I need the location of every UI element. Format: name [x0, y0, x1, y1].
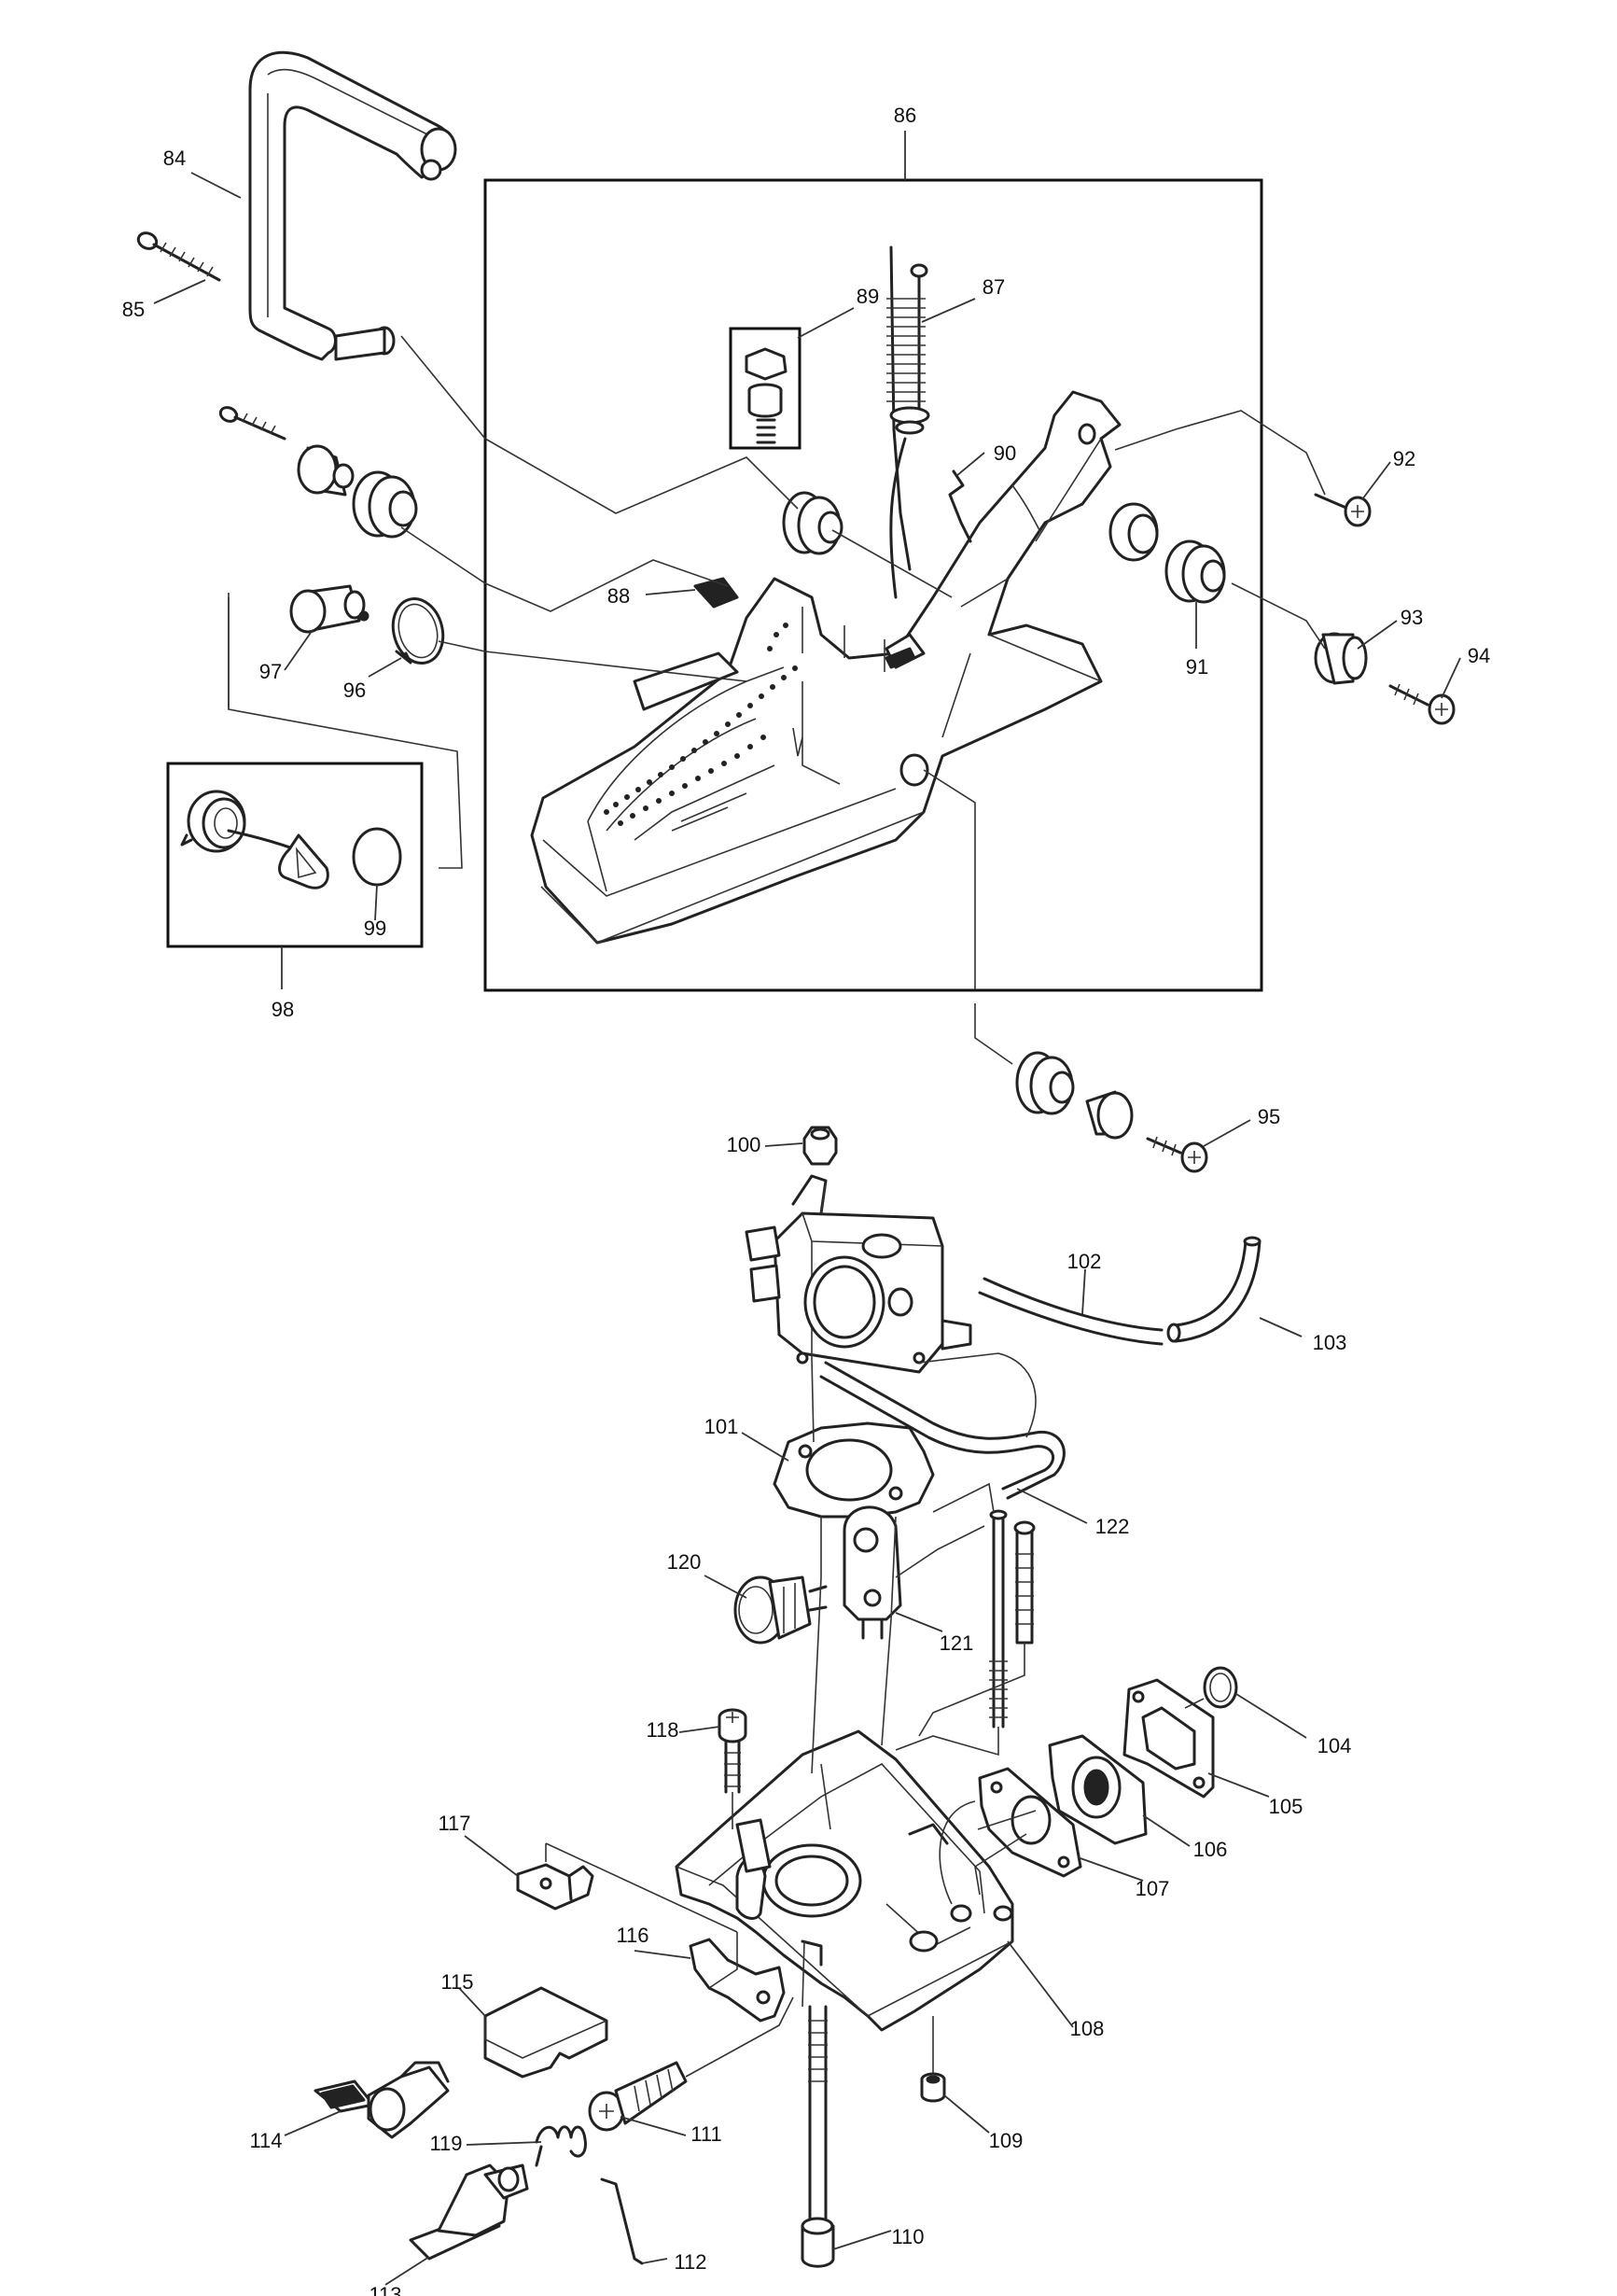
assembly-lines — [228, 335, 1326, 2078]
callout-98: 98 — [272, 998, 294, 1021]
screw-111 — [588, 2061, 688, 2132]
callout-96: 96 — [343, 679, 366, 702]
callout-110: 110 — [891, 2225, 924, 2248]
damper-95-group — [1015, 1051, 1075, 1115]
gasket-105 — [1122, 1678, 1215, 1799]
hose-clamp-96 — [391, 597, 445, 665]
bushing-97 — [289, 584, 369, 634]
screw-118 — [718, 1708, 747, 1794]
cap-89 — [747, 383, 783, 418]
washer-95-group — [1085, 1090, 1134, 1140]
callout-91: 91 — [1186, 655, 1208, 679]
leader-lines — [153, 131, 1461, 2286]
callout-113: 113 — [369, 2283, 401, 2296]
nut-100 — [802, 1126, 838, 1166]
insulator-106 — [1048, 1734, 1148, 1845]
callout-labels: 84 85 86 87 88 89 90 91 92 93 94 95 96 9… — [122, 104, 1490, 2296]
callout-108: 108 — [1070, 2017, 1105, 2040]
rear-handle-fuel-tank — [530, 390, 1159, 945]
gasket-101 — [773, 1421, 935, 1519]
assembly-box-86 — [483, 178, 1263, 992]
callout-88: 88 — [607, 584, 630, 608]
screw-92 — [1314, 493, 1372, 527]
o-ring-104 — [1203, 1666, 1238, 1709]
callout-117: 117 — [438, 1812, 470, 1835]
callout-105: 105 — [1269, 1795, 1303, 1818]
washer-left-upper — [297, 444, 355, 497]
primer-bulb-120 — [733, 1575, 828, 1645]
callout-121: 121 — [940, 1631, 974, 1655]
screw-85 — [136, 231, 221, 282]
callout-122: 122 — [1095, 1515, 1130, 1538]
damper-91 — [1164, 539, 1226, 604]
lever-113 — [409, 2163, 529, 2261]
callout-84: 84 — [163, 147, 186, 170]
callout-87: 87 — [983, 275, 1005, 299]
callout-104: 104 — [1317, 1734, 1352, 1757]
callout-111: 111 — [690, 2122, 721, 2146]
primer-bracket-121 — [843, 1505, 902, 1640]
spring-119 — [535, 2125, 587, 2167]
bolt-110 — [801, 2005, 835, 2268]
spring-clip-90 — [948, 469, 972, 543]
callout-109: 109 — [989, 2129, 1024, 2152]
screw-vertical-short — [1013, 1520, 1036, 1645]
spring-wire-112 — [600, 2177, 644, 2265]
callout-90: 90 — [994, 441, 1016, 465]
carburetor — [745, 1174, 972, 1374]
callout-100: 100 — [727, 1133, 761, 1156]
front-handle-bar — [248, 50, 457, 361]
callout-97: 97 — [259, 660, 282, 683]
callout-92: 92 — [1393, 447, 1415, 470]
callout-86: 86 — [894, 104, 916, 127]
callout-114: 114 — [249, 2129, 282, 2152]
throttle-rod-lower — [989, 1509, 1008, 1729]
gasket-107 — [978, 1767, 1082, 1878]
callout-94: 94 — [1468, 644, 1490, 667]
damper-left-upper — [352, 470, 418, 539]
plate-115 — [483, 1986, 608, 2079]
washer-93 — [1314, 632, 1368, 685]
screw-94 — [1388, 683, 1456, 725]
damper-center — [782, 491, 843, 555]
spring-89 — [756, 418, 776, 444]
callout-107: 107 — [1136, 1877, 1170, 1900]
callout-112: 112 — [674, 2250, 706, 2274]
callout-120: 120 — [667, 1550, 702, 1574]
fuel-cap-98 — [180, 790, 329, 889]
air-box-108 — [675, 1729, 1014, 2032]
callout-115: 115 — [440, 1970, 473, 1994]
callout-102: 102 — [1067, 1250, 1102, 1273]
screw-95 — [1146, 1136, 1208, 1173]
screw-left-upper — [218, 406, 286, 441]
callout-99: 99 — [364, 917, 386, 940]
plug-109 — [920, 2072, 946, 2103]
o-ring-99 — [352, 827, 402, 887]
callout-116: 116 — [616, 1924, 648, 1947]
callout-95: 95 — [1258, 1105, 1280, 1128]
callout-93: 93 — [1401, 606, 1423, 629]
bracket-117 — [516, 1863, 594, 1911]
fuel-tube-103 — [1166, 1236, 1262, 1343]
assembly-box-89 — [729, 327, 802, 450]
fuel-tube-122 — [819, 1361, 1066, 1500]
callout-85: 85 — [122, 298, 145, 321]
callout-101: 101 — [704, 1415, 739, 1438]
callout-118: 118 — [646, 1718, 678, 1742]
lever-114 — [314, 2061, 450, 2139]
fuel-tube-102 — [978, 1277, 1164, 1346]
clip-88 — [693, 577, 739, 609]
lock-ring-89 — [745, 347, 788, 381]
callout-89: 89 — [857, 285, 879, 308]
callout-119: 119 — [429, 2132, 462, 2155]
assembly-box-98 — [166, 762, 424, 948]
callout-103: 103 — [1313, 1331, 1347, 1354]
callout-106: 106 — [1193, 1838, 1228, 1861]
bracket-116 — [689, 1938, 786, 2023]
throttle-rod-87 — [886, 245, 930, 599]
